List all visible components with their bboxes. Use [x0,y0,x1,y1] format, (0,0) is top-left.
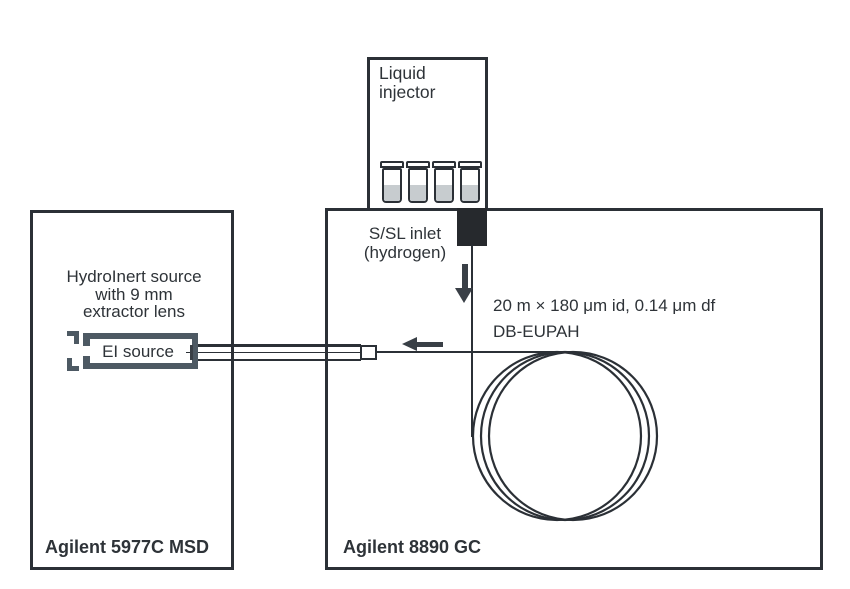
vial-cap [406,161,430,168]
vial-liquid [410,185,426,201]
transfer-line-bottom [197,358,361,361]
extractor-lens-bracket-top [67,331,79,344]
vial-body [408,168,428,203]
ssl-inlet-label: S/SL inlet (hydrogen) [330,224,480,262]
ei-source-label: EI source [102,342,174,361]
hydroinert-label-line1: HydroInert source [66,267,202,286]
hydroinert-label-line2: with 9 mm [95,284,173,304]
vial-cap [458,161,482,168]
vial-body [460,168,480,203]
gc-instrument-name: Agilent 8890 GC [343,537,482,557]
vial-icon [406,161,430,203]
vial-liquid [462,185,478,201]
flow-down-arrow-icon [462,264,468,289]
vial-icon [432,161,456,203]
ssl-inlet-label-line1: S/SL inlet [368,224,442,243]
transfer-line-center [186,351,361,353]
vial-liquid [436,185,452,201]
extractor-lens-bracket-bottom [67,358,79,371]
flow-down-arrow-head [455,288,473,303]
gc-instrument-box [325,208,823,570]
source-column-fitting [190,345,193,360]
vial-body [382,168,402,203]
vial-cap [380,161,404,168]
gc-column-coil-icon [471,350,659,522]
ssl-inlet-label-line2: (hydrogen) [363,243,447,262]
hydroinert-label-line3: extractor lens [82,302,186,321]
msd-instrument-name: Agilent 5977C MSD [45,537,210,557]
vial-icon [458,161,482,203]
flow-left-arrow-shaft [416,341,443,347]
vial-body [434,168,454,203]
column-name-label: DB-EUPAH [493,322,580,341]
vial-icon [380,161,404,203]
ei-source-housing-lip-bottom [83,356,90,369]
transfer-line-fitting [360,345,377,360]
liquid-injector-label: Liquid injector [379,64,435,101]
transfer-line-top [197,344,361,347]
liquid-injector-label-line2: injector [379,81,436,102]
ei-source-housing-lip-top [83,333,90,346]
inlet-port-block [457,208,487,246]
flow-left-arrow-icon [402,337,417,351]
column-line-horizontal [377,351,571,353]
ei-source-housing [83,333,198,369]
msd-instrument-box [30,210,234,570]
vial-liquid [384,185,400,201]
column-spec-label: 20 m × 180 μm id, 0.14 μm df [493,296,716,315]
column-line-vertical [471,245,473,437]
vial-cap [432,161,456,168]
hydroinert-source-label: HydroInert source with 9 mm extractor le… [38,268,230,321]
liquid-injector-label-line1: Liquid [379,63,426,83]
